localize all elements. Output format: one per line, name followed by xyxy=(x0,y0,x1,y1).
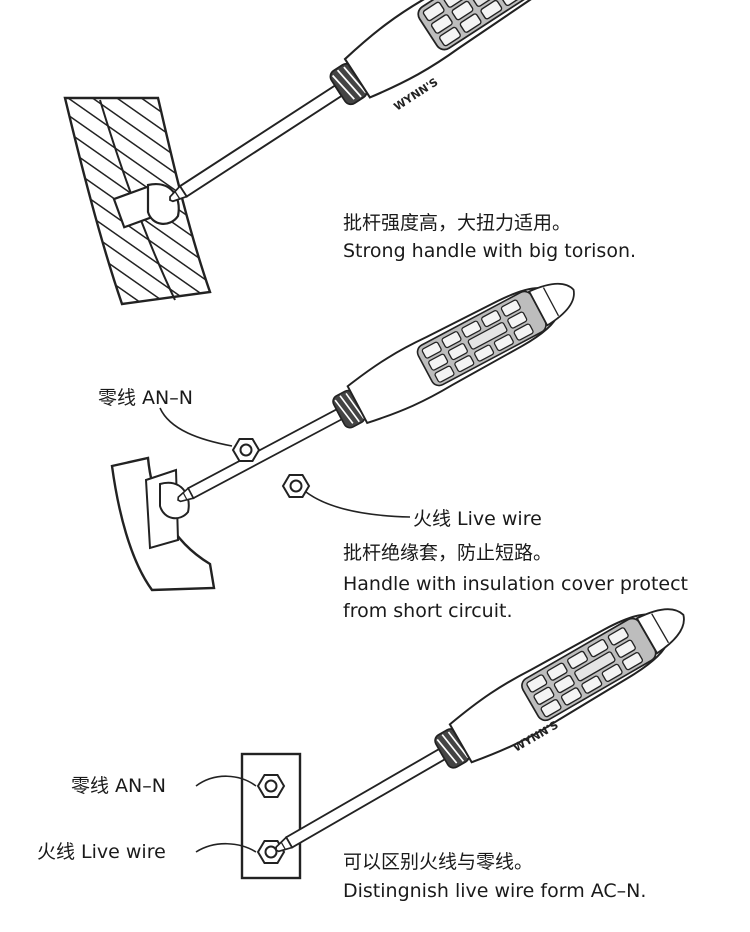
panel2-neutral-nut-icon xyxy=(232,438,260,462)
panel3-live-leader-line xyxy=(195,842,257,853)
panel2-socket-block xyxy=(110,456,216,592)
panel2-live-label: 火线 Live wire xyxy=(413,508,542,530)
panel2-neutral-leader-line xyxy=(159,407,233,447)
panel2-neutral-label: 零线 AN–N xyxy=(98,387,193,409)
panel3-caption-en: Distingnish live wire form AC–N. xyxy=(343,880,647,902)
panel2-caption-en-line2: from short circuit. xyxy=(343,600,513,622)
panel2-live-nut-icon xyxy=(282,474,310,498)
panel3-live-label: 火线 Live wire xyxy=(37,841,166,863)
panel2-live-leader-line xyxy=(305,491,411,518)
panel1-caption-en: Strong handle with big torison. xyxy=(343,240,637,262)
panel1-screwdriver xyxy=(152,0,601,227)
panel3-neutral-nut-icon xyxy=(257,774,285,798)
panel3-screwdriver xyxy=(260,588,699,877)
panel1-socket-block xyxy=(63,96,212,306)
panel3-neutral-label: 零线 AN–N xyxy=(71,775,166,797)
panel3-caption-cn: 可以区别火线与零线。 xyxy=(343,851,534,873)
panel2-screwdriver xyxy=(163,264,588,526)
panel2-caption-cn: 批杆绝缘套，防止短路。 xyxy=(343,542,553,564)
panel3-neutral-leader-line xyxy=(195,775,257,787)
panel2-caption-en-line1: Handle with insulation cover protect xyxy=(343,573,688,595)
panel1-caption-cn: 批杆强度高，大扭力适用。 xyxy=(343,212,572,234)
